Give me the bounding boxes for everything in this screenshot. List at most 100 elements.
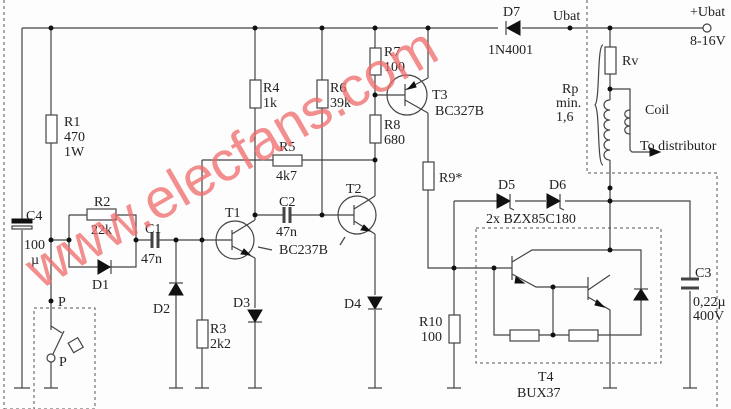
label-r2: R2 <box>94 195 110 210</box>
label-c1-val: 47n <box>141 252 162 267</box>
label-r3: R3 <box>210 322 226 337</box>
diode-d3 <box>247 309 263 323</box>
label-r4-val: 1k <box>263 96 277 111</box>
capacitor-c2 <box>282 207 292 223</box>
t3-collector-wire <box>427 28 476 269</box>
label-rp-min: min. <box>556 96 581 111</box>
rp-brace <box>594 44 604 166</box>
label-r8: R8 <box>384 118 400 133</box>
label-t3: T3 <box>432 88 448 103</box>
ignition-coil <box>594 44 631 166</box>
switch-contact <box>50 325 63 334</box>
label-c4-val: 100 <box>24 238 45 253</box>
label-t1: T1 <box>225 206 241 221</box>
resistor-r5 <box>272 154 303 167</box>
label-rv: Rv <box>622 54 638 69</box>
cam-icon <box>67 336 85 354</box>
label-p-node: P <box>58 295 66 310</box>
label-rp: Rp <box>562 82 578 97</box>
label-t2: T2 <box>346 182 362 197</box>
label-d5: D5 <box>498 178 515 193</box>
zener-d6 <box>546 193 565 211</box>
contact-box <box>33 307 96 409</box>
resistor-r3 <box>196 319 209 349</box>
t1-leader <box>257 246 273 251</box>
label-c1: C1 <box>145 222 161 237</box>
label-r3-val: 2k2 <box>210 337 231 352</box>
r2-d1-network <box>51 214 215 268</box>
resistor-r7 <box>369 47 382 76</box>
label-d2: D2 <box>153 302 170 317</box>
capacitor-c4-plate <box>11 225 33 230</box>
c4-wire <box>14 28 30 389</box>
label-r9: R9* <box>439 171 462 186</box>
label-d6: D6 <box>549 178 566 193</box>
label-ubat: Ubat <box>553 9 580 24</box>
label-r7-val: 100 <box>384 60 405 75</box>
label-t1-type: BC237B <box>279 243 328 258</box>
diode-d7 <box>505 20 521 36</box>
junction-dots <box>48 25 613 338</box>
label-t4-type: BUX37 <box>517 386 561 401</box>
label-voltage: 8-16V <box>690 34 726 49</box>
resistor-r9 <box>422 161 435 191</box>
zener-d5 <box>496 193 515 211</box>
label-rp-val: 1,6 <box>556 110 574 125</box>
label-d4: D4 <box>344 297 361 312</box>
transistor-t4 <box>476 249 649 389</box>
label-r5-val: 4k7 <box>276 169 297 184</box>
label-r1: R1 <box>64 115 80 130</box>
resistor-r4 <box>249 79 262 109</box>
capacitor-c4 <box>11 218 33 224</box>
t4-darlington-box <box>475 227 662 364</box>
resistor-r10 <box>448 314 461 344</box>
to-distributor-arrow <box>649 147 662 157</box>
label-c2: C2 <box>279 195 295 210</box>
label-r10-val: 100 <box>421 330 442 345</box>
ubat-terminal[interactable] <box>702 23 712 33</box>
transistor-t2 <box>337 195 377 246</box>
diode-d4 <box>367 296 383 310</box>
label-d1: D1 <box>92 278 109 293</box>
label-c3-val: 0,22µ <box>693 295 726 310</box>
r1-wire <box>44 28 58 389</box>
switch-pivot <box>46 353 56 363</box>
diode-d2 <box>168 282 184 296</box>
label-t4: T4 <box>538 370 554 385</box>
label-c3: C3 <box>695 266 711 281</box>
capacitor-c1 <box>150 232 160 248</box>
capacitor-c3 <box>681 277 699 290</box>
resistor-r8 <box>369 114 382 144</box>
label-r4: R4 <box>263 81 279 96</box>
label-r6-val: 39k <box>330 96 351 111</box>
d2-wire <box>169 240 183 389</box>
label-d3: D3 <box>233 296 250 311</box>
label-p-switch: P <box>59 355 67 370</box>
label-to-distributor: To distributor <box>640 139 717 154</box>
label-r7: R7 <box>384 45 400 60</box>
diode-d1 <box>97 259 112 275</box>
label-r6: R6 <box>330 81 346 96</box>
zener-r10-c3-wire <box>447 200 697 389</box>
resistor-rv <box>604 46 617 75</box>
label-c4-unit: µ <box>31 253 39 268</box>
label-plus-ubat: +Ubat <box>690 5 725 20</box>
resistor-r6 <box>316 79 329 109</box>
label-r1-power: 1W <box>64 145 85 160</box>
t2-leader <box>339 236 346 246</box>
label-r2-val: 22k <box>91 223 112 238</box>
transistor-t3 <box>375 74 429 116</box>
label-zener-type: 2x BZX85C180 <box>486 212 576 227</box>
label-d7-type: 1N4001 <box>488 43 533 58</box>
label-r10: R10 <box>419 315 442 330</box>
label-c4: C4 <box>26 209 42 224</box>
switch-lever[interactable] <box>52 330 65 355</box>
label-r5: R5 <box>279 140 295 155</box>
transistor-t1 <box>215 219 273 260</box>
resistor-r2 <box>86 208 117 221</box>
label-r1-val: 470 <box>64 130 85 145</box>
resistor-r1 <box>45 114 58 144</box>
label-c2-val: 47n <box>276 225 297 240</box>
